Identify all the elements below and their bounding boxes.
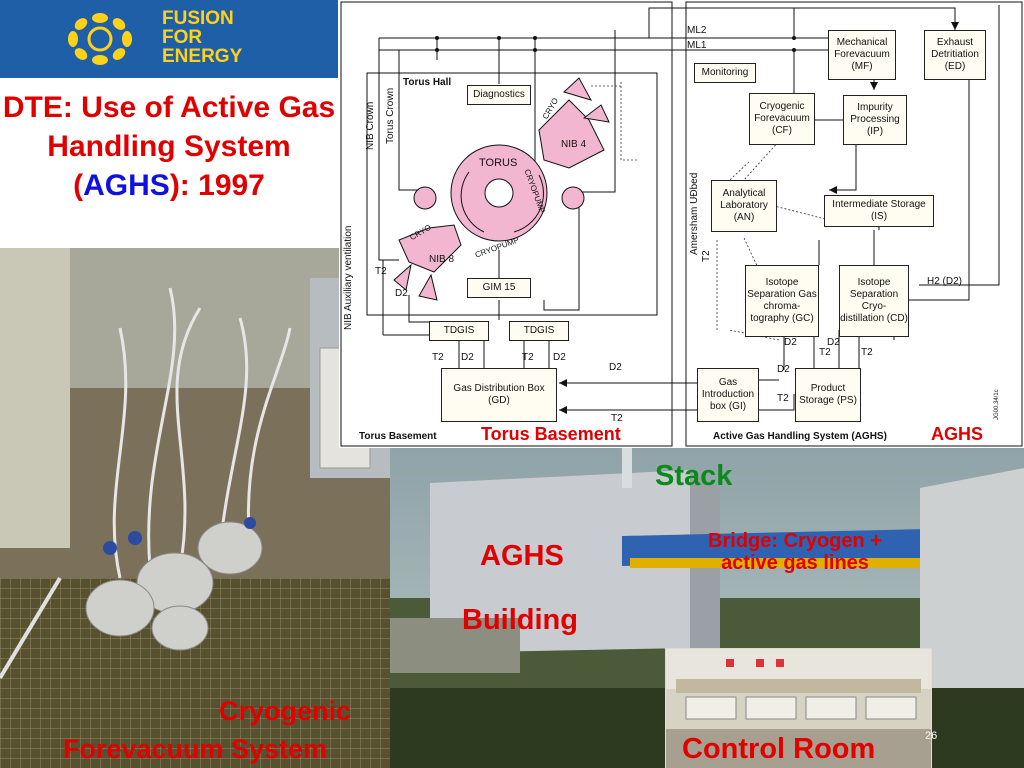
product-storage-box: Product Storage (PS) (795, 368, 861, 422)
schematic-lines (340, 1, 1023, 447)
page-number: 26 (925, 730, 938, 742)
aghs-building-photo: Stack Bridge: Cryogen +active gas lines … (390, 448, 1024, 768)
intermediate-storage-box: Intermediate Storage (IS) (824, 195, 934, 227)
d2-label-line: D2 (609, 362, 622, 373)
nib4-label: NIB 4 (561, 139, 587, 150)
d2-label-gd-2: D2 (553, 352, 566, 363)
torus-crown-label: Torus Crown (385, 87, 396, 144)
tdgis-box-2: TDGIS (509, 321, 569, 341)
t2-label-gc: T2 (819, 347, 831, 358)
ml2-label: ML2 (687, 25, 707, 36)
d2-label-gc: D2 (784, 337, 797, 348)
caption-cryogenic: Cryogenic (218, 696, 352, 726)
caption-bridge: Bridge: Cryogen +active gas lines (708, 530, 882, 574)
gas-distribution-box: Gas Distribution Box (GD) (441, 368, 557, 422)
t2-label-gd-2: T2 (522, 352, 534, 363)
h2d2-label: H2 (D2) (927, 276, 963, 287)
tdgis-box-1: TDGIS (429, 321, 489, 341)
aghs-red-label: AGHS (931, 424, 984, 444)
isotope-separation-gc-box: Isotope Separation Gas chroma-tography (… (745, 265, 819, 337)
monitoring-box: Monitoring (694, 63, 756, 83)
amersham-label: Amersham UÐbed (689, 172, 700, 255)
caption-building: Building (462, 604, 578, 636)
d2-label-cd: D2 (827, 337, 840, 348)
diagnostics-box: Diagnostics (467, 85, 531, 105)
caption-stack: Stack (655, 460, 733, 492)
caption-forevacuum-system: Forevacuum System (62, 734, 328, 764)
caption-aghs: AGHS (480, 540, 564, 572)
t2-label-gi: T2 (777, 393, 789, 404)
d2-label-gi: D2 (777, 364, 790, 375)
t2-label-line: T2 (611, 413, 623, 424)
t2-label-nib: T2 (375, 266, 387, 277)
fusion-for-energy-logo-icon (68, 13, 132, 65)
mechanical-forevacuum-box: Mechanical Forevacuum (MF) (828, 30, 896, 80)
control-room-inset-photo (665, 648, 932, 768)
figure-ref-label: JG00.34/1c (994, 389, 1000, 420)
cryogenic-forevacuum-box: Cryogenic Forevacuum (CF) (749, 93, 815, 145)
exhaust-detritiation-box: Exhaust Detritiation (ED) (924, 30, 986, 80)
aghs-system-label: Active Gas Handling System (AGHS) (713, 431, 887, 442)
ml1-label: ML1 (687, 40, 707, 51)
nib-crown-label: NIB Crown (365, 101, 376, 150)
isotope-separation-cd-box: Isotope Separation Cryo-distillation (CD… (839, 265, 909, 337)
gim15-box: GIM 15 (467, 278, 531, 298)
analytical-laboratory-box: Analytical Laboratory (AN) (711, 180, 777, 232)
torus-basement-red-label: Torus Basement (481, 424, 621, 444)
nib-aux-label: NIB Auxiliary ventilation (343, 225, 354, 331)
t2-amersham-label: T2 (701, 250, 712, 262)
t2-label-cd: T2 (861, 347, 873, 358)
torus-label: TORUS (479, 157, 518, 169)
caption-control-room: Control Room (682, 733, 876, 765)
torus-basement-label: Torus Basement (359, 431, 437, 442)
nib8-label: NIB 8 (429, 254, 455, 265)
cryogenic-forevacuum-photo: Cryogenic Forevacuum System (0, 248, 390, 768)
t2-label-gd-1: T2 (432, 352, 444, 363)
gas-introduction-box: Gas Introduction box (GI) (697, 368, 759, 422)
slide-title: DTE: Use of Active Gas Handling System (… (2, 91, 336, 202)
d2-label-nib: D2 (395, 288, 408, 299)
impurity-processing-box: Impurity Processing (IP) (843, 95, 907, 145)
d2-label-gd-1: D2 (461, 352, 474, 363)
torus-hall-label: Torus Hall (403, 77, 452, 88)
aghs-schematic: Torus Hall Torus Basement Torus Basement… (339, 0, 1024, 448)
